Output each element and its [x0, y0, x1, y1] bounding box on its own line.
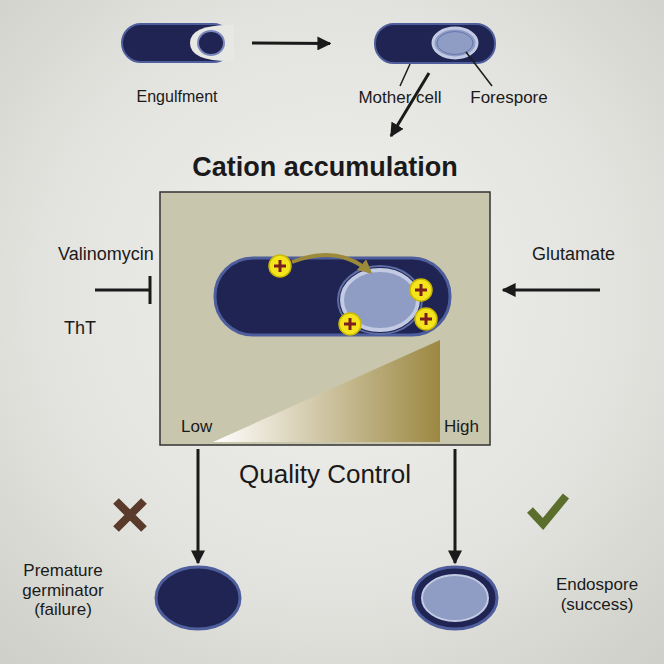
germinated-cell: [156, 567, 240, 629]
endospore-core: [422, 575, 488, 621]
forespore-outer: [338, 266, 422, 334]
plus-sign: [420, 313, 432, 325]
forespore: [198, 31, 224, 55]
cation-dot: [269, 255, 291, 277]
cation-dot: [410, 279, 432, 301]
box-panel: [160, 192, 490, 445]
node-text: Endospore (success): [545, 575, 649, 614]
uptake-arrow: [292, 255, 370, 272]
cation: [410, 279, 432, 301]
leader-line: [466, 52, 492, 86]
plus-sign: [274, 260, 286, 272]
node-text: Mother cell: [350, 88, 450, 108]
inhibition-bar: [149, 276, 152, 304]
cation-group: [269, 255, 437, 335]
endospore-coat: [413, 567, 497, 629]
plus-sign: [415, 284, 427, 296]
failure-cross: [116, 501, 144, 529]
label-text: ThT: [64, 318, 96, 339]
label-text: Quality Control: [160, 460, 490, 490]
germinator-cell: Premature germinator (failure): [156, 567, 240, 629]
cation-dot: [415, 308, 437, 330]
endospore-cell: Endospore (success): [413, 567, 497, 629]
forespore: [433, 28, 477, 58]
cation: [269, 255, 291, 277]
stimulation-arrow: [503, 289, 600, 292]
success-check: [530, 496, 566, 524]
flow-arrow: [197, 449, 200, 563]
cation: [415, 308, 437, 330]
node-text: Premature germinator (failure): [6, 561, 120, 620]
leader-line: [400, 64, 410, 86]
gradient-triangle: [213, 340, 440, 442]
accumulation-box: Cation accumulation: [160, 148, 490, 445]
plus-sign: [344, 318, 356, 330]
forespore-membrane: [437, 32, 473, 55]
node-text: Engulfment: [112, 88, 242, 106]
label-text: Low: [181, 417, 212, 437]
inhibition-line: [95, 289, 150, 292]
cation-dot: [339, 313, 361, 335]
engulfment-notch: [190, 25, 234, 61]
label-text: High: [444, 417, 479, 437]
mother-cell: [375, 24, 495, 63]
engulfing-cell: Engulfment: [122, 24, 232, 62]
sporangium-cell: [215, 258, 450, 335]
node-text: Cation accumulation: [160, 152, 490, 183]
flow-arrow: [252, 42, 330, 46]
cation: [339, 313, 361, 335]
label-text: Glutamate: [532, 244, 615, 265]
node-text: Forespore: [461, 88, 557, 108]
sporangium-cell: Mother cellForespore: [375, 24, 495, 63]
flow-arrow: [454, 449, 457, 563]
label-text: Valinomycin: [58, 244, 154, 265]
